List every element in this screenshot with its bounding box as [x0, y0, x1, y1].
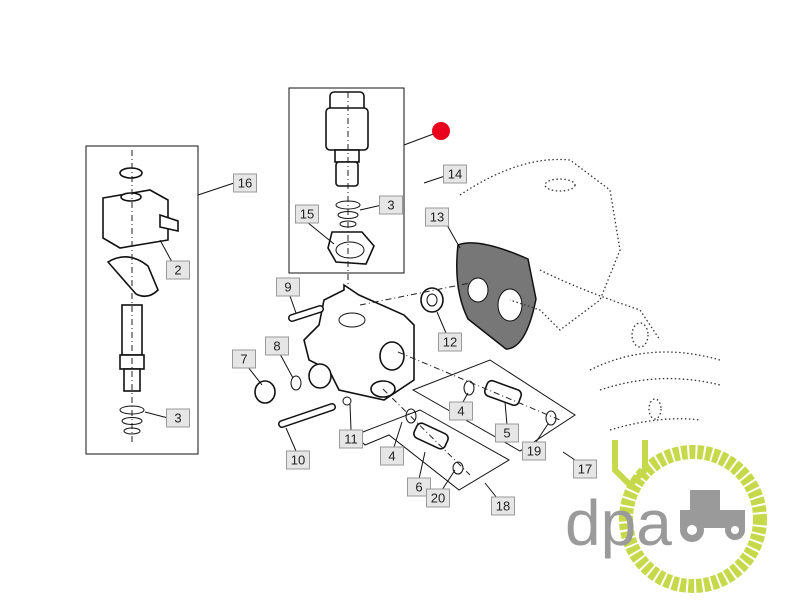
callout-3-top: 3: [379, 195, 403, 215]
solenoid-valve-top: [325, 91, 375, 330]
callout-3-left: 3: [166, 408, 190, 428]
callout-16: 16: [233, 173, 257, 193]
solenoid-coil-left: [102, 150, 179, 445]
callout-20: 20: [426, 488, 450, 508]
highlight-marker: [432, 122, 450, 140]
callout-11: 11: [339, 429, 363, 449]
group-box-valve: [288, 87, 405, 274]
leader-lines: [144, 175, 579, 499]
gasket-13: [456, 242, 537, 350]
callout-19: 19: [522, 441, 546, 461]
callout-15: 15: [295, 204, 319, 224]
callout-10: 10: [286, 450, 310, 470]
group-box-17: [411, 359, 576, 452]
callout-4-left: 4: [380, 446, 404, 466]
callout-13: 13: [425, 207, 449, 227]
callout-2: 2: [166, 260, 190, 280]
callout-5: 5: [495, 423, 519, 443]
callout-7: 7: [232, 349, 256, 369]
callout-14: 14: [443, 164, 467, 184]
engine-housing-outline: [459, 158, 721, 431]
callout-4-right: 4: [449, 401, 473, 421]
svg-text:dpa: dpa: [565, 487, 672, 559]
callout-18: 18: [491, 496, 515, 516]
callout-9: 9: [276, 277, 300, 297]
fittings: [359, 282, 561, 476]
dpa-logo: dpa: [565, 440, 767, 593]
callout-6: 6: [407, 477, 431, 497]
callout-8: 8: [265, 336, 289, 356]
valve-body: [254, 283, 444, 428]
callout-12: 12: [438, 332, 462, 352]
callout-17: 17: [573, 459, 597, 479]
group-box-16: [85, 145, 199, 455]
group-box-18: [354, 409, 510, 491]
